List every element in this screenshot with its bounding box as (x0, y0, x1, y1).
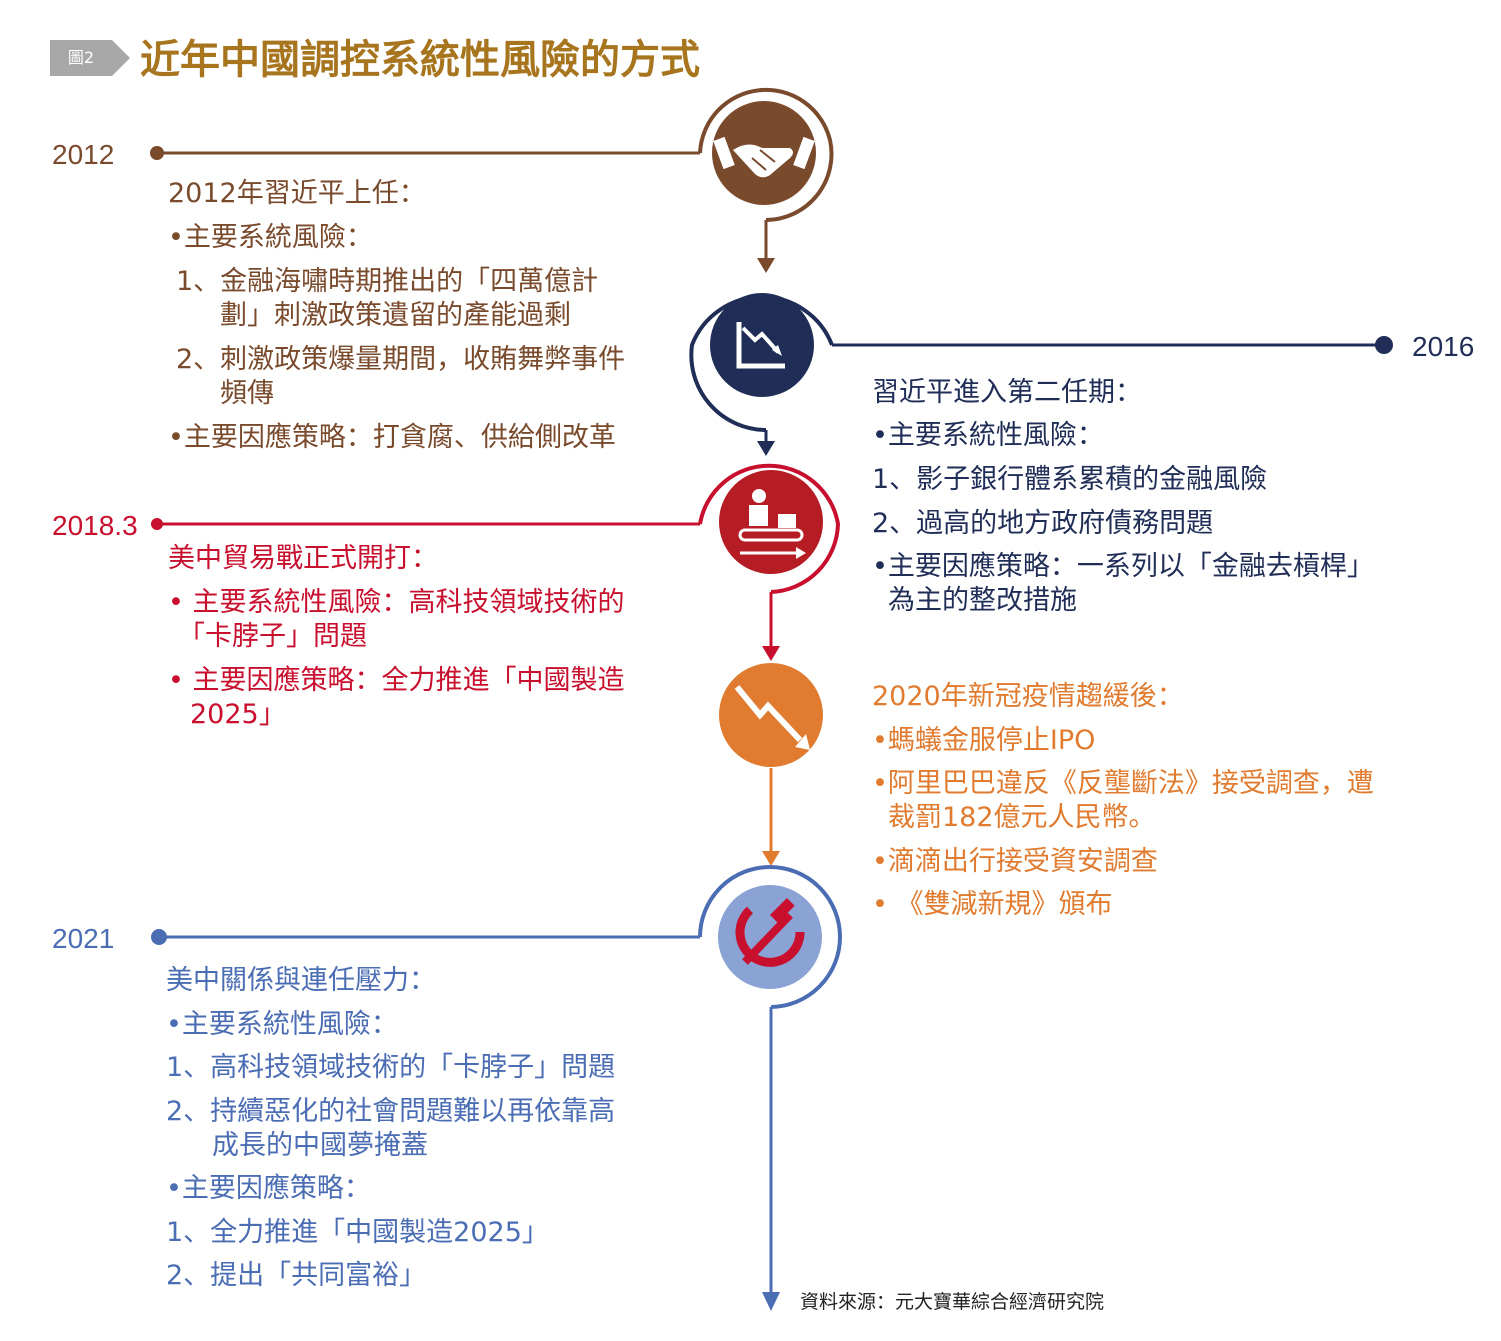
block-2020-item4: • 《雙減新規》頒布 (872, 889, 1113, 920)
block-2012-heading: 2012年習近平上任： (168, 178, 426, 209)
block-2020-item3: •滴滴出行接受資安調查 (872, 846, 1158, 877)
hammer-sickle-icon (718, 885, 822, 989)
block-2021-risk2-line1: 2、持續惡化的社會問題難以再依靠高 (166, 1096, 616, 1127)
block-2021-strategy-label: •主要因應策略： (166, 1173, 371, 1204)
block-2021-heading: 美中關係與連任壓力： (166, 965, 436, 996)
block-2018-heading: 美中貿易戰正式開打： (168, 543, 438, 574)
figure-tag-arrow (112, 40, 130, 76)
connector-2018 (151, 463, 841, 661)
block-2020-item1: •螞蟻金服停止IPO (872, 725, 1096, 756)
block-2018-risk-line2: 「卡脖子」問題 (178, 621, 367, 652)
falling-arrow-icon (719, 663, 823, 767)
block-2012-strategy: •主要因應策略：打貪腐、供給側改革 (168, 422, 616, 453)
block-2012-risk2-line2: 頻傳 (220, 378, 274, 409)
page-title: 近年中國調控系統性風險的方式 (140, 36, 700, 83)
declining-chart-icon (710, 293, 814, 397)
figure-tag: 圖2 (50, 40, 112, 76)
block-2016-strategy-line2: 為主的整改措施 (888, 585, 1077, 616)
year-label-2021: 2021 (52, 923, 115, 954)
block-2016-heading: 習近平進入第二任期： (872, 377, 1142, 408)
block-2020-heading: 2020年新冠疫情趨緩後： (872, 681, 1184, 712)
block-2016-strategy-line1: •主要因應策略：一系列以「金融去槓桿」 (872, 551, 1374, 582)
block-2018-risk-line1: • 主要系統性風險：高科技領域技術的 (168, 587, 625, 618)
year-label-2012: 2012 (52, 139, 115, 170)
block-2016-risk-label: •主要系統性風險： (872, 420, 1104, 451)
block-2016-risk1: 1、影子銀行體系累積的金融風險 (872, 464, 1268, 495)
block-2020-item2-line2: 裁罰182億元人民幣。 (888, 802, 1156, 833)
block-2012-risk1-line2: 劃」刺激政策遺留的產能過剩 (220, 300, 571, 331)
block-2012-risk-label: •主要系統風險： (168, 222, 373, 253)
block-2020-item2-line1: •阿里巴巴違反《反壟斷法》接受調查，遭 (872, 768, 1374, 799)
year-label-2016: 2016 (1412, 331, 1475, 362)
block-2012-risk2-line1: 2、刺激政策爆量期間，收賄舞弊事件 (176, 344, 626, 375)
handshake-icon (712, 101, 816, 205)
source-note: 資料來源：元大寶華綜合經濟研究院 (800, 1291, 1105, 1313)
connector-2012 (150, 87, 834, 273)
block-2021-risk2-line2: 成長的中國夢掩蓋 (212, 1130, 428, 1161)
block-2021-strategy2: 2、提出「共同富裕」 (166, 1260, 427, 1291)
connector-2016 (689, 294, 1393, 456)
block-2021-strategy1: 1、全力推進「中國製造2025」 (166, 1217, 549, 1248)
connector-2021 (151, 865, 843, 1311)
connector-2020 (762, 768, 780, 866)
factory-conveyor-icon (719, 470, 823, 574)
year-label-2018: 2018.3 (52, 510, 138, 541)
block-2018-strategy-line2: 2025」 (190, 699, 286, 730)
block-2016-risk2: 2、過高的地方政府債務問題 (872, 508, 1214, 539)
block-2012-risk1-line1: 1、金融海嘯時期推出的「四萬億計 (176, 266, 599, 297)
block-2021-risk1: 1、高科技領域技術的「卡脖子」問題 (166, 1052, 616, 1083)
block-2021-risk-label: •主要系統性風險： (166, 1009, 398, 1040)
block-2018-strategy-line1: • 主要因應策略：全力推進「中國製造 (168, 665, 625, 696)
